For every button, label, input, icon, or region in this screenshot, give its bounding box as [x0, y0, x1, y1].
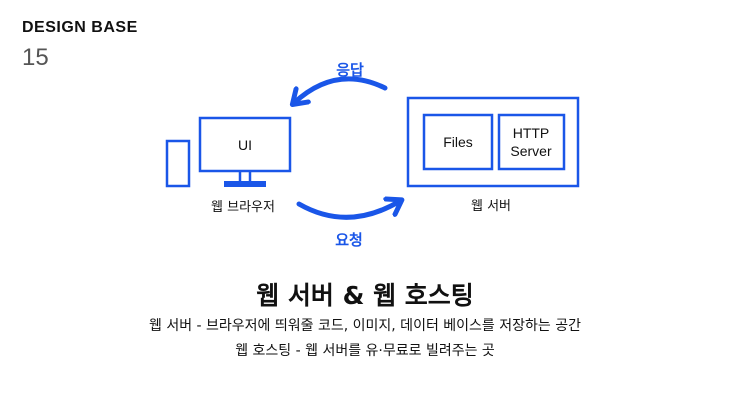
brand-logo: DESIGN BASE: [22, 19, 138, 36]
browser-caption: 웹 브라우저: [211, 200, 275, 215]
monitor-screen-label: UI: [238, 137, 252, 153]
pc-tower-icon: [165, 139, 191, 188]
response-label: 응답: [336, 61, 364, 79]
http-server-label-line2: Server: [510, 143, 552, 159]
http-server-label-line1: HTTP: [513, 125, 550, 141]
http-server-box: [497, 113, 566, 171]
response-arrow: [294, 76, 388, 103]
page-number: 15: [22, 44, 49, 71]
files-box: [422, 113, 494, 171]
description-web-hosting: 웹 호스팅 - 웹 서버를 유·무료로 빌려주는 곳: [235, 343, 495, 359]
server-caption: 웹 서버: [471, 199, 511, 214]
files-label: Files: [443, 134, 473, 150]
description-web-server: 웹 서버 - 브라우저에 띄워줄 코드, 이미지, 데이터 베이스를 저장하는 …: [149, 318, 581, 334]
monitor-icon: [198, 116, 292, 187]
request-arrow: [296, 201, 400, 220]
web-server-box: [406, 96, 580, 188]
request-label: 요청: [335, 231, 363, 249]
slide-title: 웹 서버 & 웹 호스팅: [256, 281, 474, 310]
